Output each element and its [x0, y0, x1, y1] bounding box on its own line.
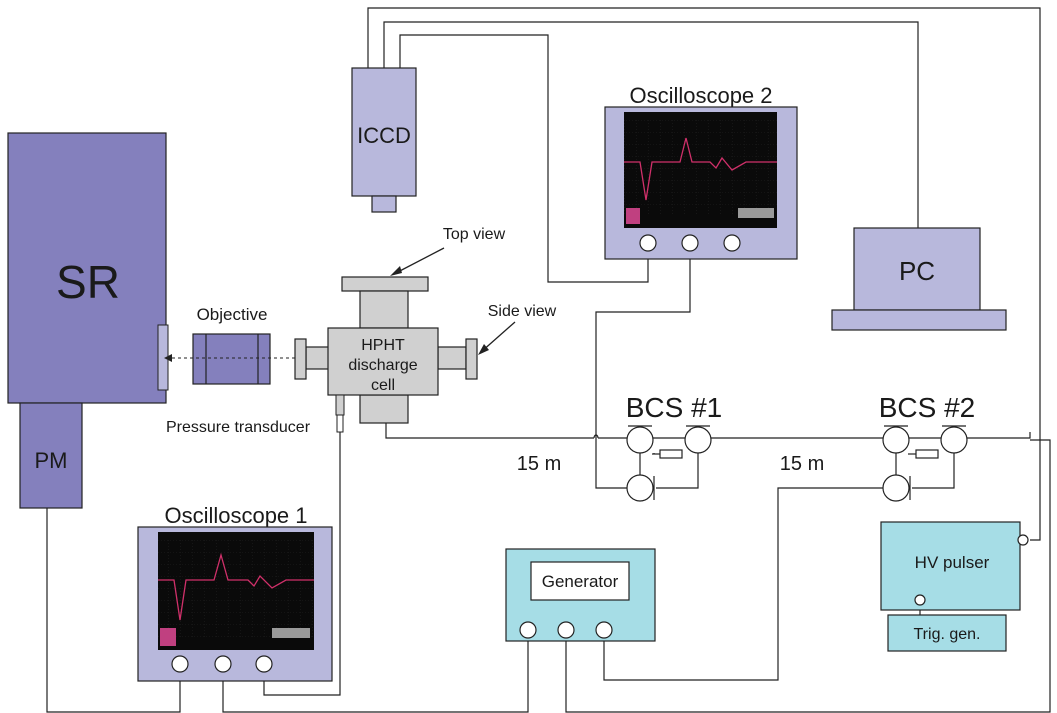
hv-pulser-box [880, 521, 1021, 611]
objective-label: Objective [197, 305, 268, 324]
hv-pulser-label: HV pulser [915, 553, 990, 572]
bcs1-label: BCS #1 [626, 392, 723, 423]
cell-label-2: discharge [348, 357, 417, 374]
pressure-transducer [335, 394, 345, 416]
bcs2-label: BCS #2 [879, 392, 976, 423]
pc-base [831, 309, 1007, 331]
generator-port-1 [519, 621, 537, 639]
cell-left-flange [294, 338, 307, 380]
oscilloscope2-readout [626, 208, 640, 224]
top-view-arrow [393, 247, 445, 275]
oscilloscope1-port-1 [171, 655, 189, 673]
oscilloscope1-trace [158, 552, 314, 621]
cell-label-3: cell [371, 377, 395, 394]
cell-left-port [305, 346, 331, 370]
oscilloscope1-info [272, 628, 310, 638]
pressure-transducer-stem [336, 414, 344, 433]
oscilloscope2-port-3 [723, 234, 741, 252]
bcs2-circuit [882, 425, 968, 502]
hv-pulser-port-out [1017, 534, 1029, 546]
oscilloscope1-readout [160, 628, 176, 646]
oscilloscope2-port-2 [681, 234, 699, 252]
oscilloscope2-label: Oscilloscope 2 [629, 83, 772, 108]
cell-body [327, 327, 439, 396]
generator-label: Generator [542, 572, 619, 591]
cell-label-1: HPHT [361, 337, 405, 354]
bcs1-circuit [626, 425, 712, 502]
generator-display [530, 561, 630, 601]
oscilloscope1-label: Oscilloscope 1 [164, 503, 307, 528]
side-view-arrow [480, 321, 516, 353]
cable2-label: 15 m [780, 453, 824, 475]
cell-right-port [437, 346, 467, 370]
sr-box [7, 132, 167, 404]
side-view-arrowhead [478, 344, 489, 355]
generator-port-2 [557, 621, 575, 639]
oscilloscope1-port-3 [255, 655, 273, 673]
sr-label: SR [56, 256, 120, 308]
pc-label: PC [899, 256, 935, 286]
oscilloscope2-trace [624, 137, 777, 201]
cell-right-flange [465, 338, 478, 380]
oscilloscope1-grid [158, 540, 314, 638]
pm-label: PM [35, 448, 68, 473]
hv-pulser-port-trig [914, 594, 926, 606]
cell-top-flange [341, 276, 429, 292]
generator-port-3 [595, 621, 613, 639]
oscilloscope2-port-1 [639, 234, 657, 252]
pc-box [853, 227, 981, 311]
side-view-label: Side view [488, 303, 557, 320]
cable1-label: 15 m [517, 453, 561, 475]
oscilloscope2-grid [624, 120, 777, 216]
pm-box [19, 402, 83, 509]
trig-gen-box [887, 614, 1007, 652]
pressure-transducer-label: Pressure transducer [166, 419, 311, 436]
cell-top-neck [359, 290, 409, 329]
oscilloscope2-info [738, 208, 774, 218]
trig-gen-label: Trig. gen. [914, 626, 981, 643]
top-view-arrowhead [390, 266, 402, 276]
optical-arrow [164, 354, 172, 362]
oscilloscope1-port-2 [214, 655, 232, 673]
iccd-box [351, 67, 417, 197]
iccd-label: ICCD [357, 123, 411, 148]
cell-bottom-neck [359, 394, 409, 424]
iccd-lens [371, 195, 397, 213]
top-view-label: Top view [443, 226, 506, 243]
